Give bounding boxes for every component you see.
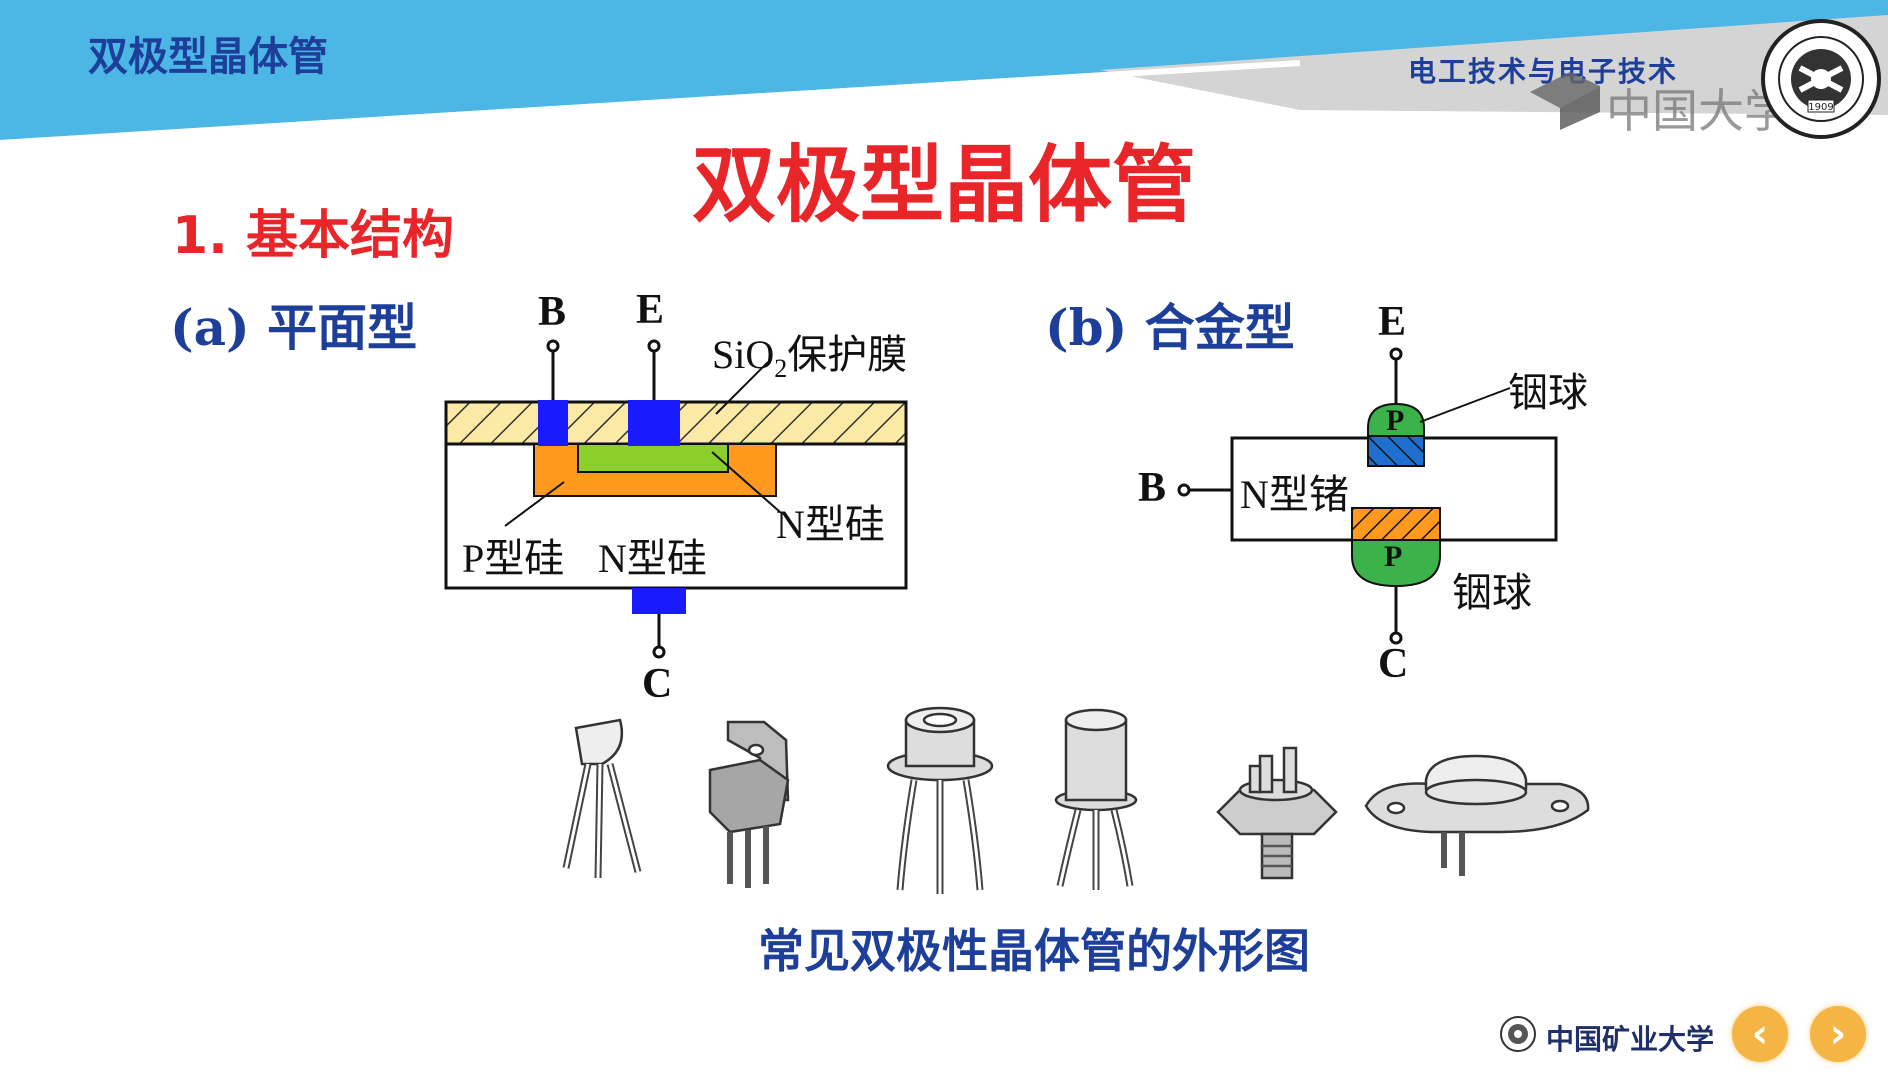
- n-silicon-collector-label: N型硅: [598, 536, 707, 581]
- logo-year: 1909: [1808, 102, 1833, 113]
- p-top-label: P: [1386, 404, 1405, 437]
- p-bottom-label: P: [1384, 540, 1403, 573]
- chevron-right-icon: ›: [1829, 1011, 1847, 1057]
- indium-ball-top-label: 铟球: [1508, 370, 1588, 415]
- chevron-left-icon: ‹: [1751, 1011, 1769, 1057]
- alloy-terminal-b: B: [1138, 465, 1167, 511]
- n-silicon-emitter-label: N型硅: [776, 502, 885, 547]
- watermark-logo-icon: [1530, 72, 1600, 130]
- planar-terminal-e: E: [636, 287, 665, 333]
- alloy-terminal-e: E: [1378, 299, 1407, 345]
- course-name: 电工技术与电子技术: [1408, 55, 1679, 88]
- alloy-terminal-c: C: [1378, 641, 1409, 687]
- n-germanium-label: N型锗: [1240, 472, 1349, 517]
- to39-package-icon: [886, 706, 994, 894]
- to92-package-icon: [562, 718, 642, 879]
- university-logo-icon: 1909: [1761, 19, 1881, 139]
- next-slide-button[interactable]: ›: [1810, 1006, 1866, 1062]
- planar-terminal-c: C: [642, 661, 673, 707]
- header-banner: [0, 0, 1888, 140]
- to220-package-icon: [708, 720, 790, 888]
- university-name: 中国矿业大学: [1546, 1023, 1715, 1056]
- planar-heading: (a) 平面型: [170, 298, 418, 357]
- packages-caption: 常见双极性晶体管的外形图: [758, 924, 1310, 978]
- section-heading: 1. 基本结构: [172, 206, 455, 266]
- to3-package-icon: [1364, 754, 1590, 876]
- planar-terminal-b: B: [538, 289, 567, 335]
- prev-slide-button[interactable]: ‹: [1732, 1006, 1788, 1062]
- sio2-label: SiO2保护膜: [712, 332, 908, 383]
- alloy-heading: (b) 合金型: [1045, 298, 1295, 357]
- watermark-text: 中国大学: [1606, 84, 1790, 138]
- header-title: 双极型晶体管: [88, 34, 328, 80]
- university-seal-icon: [1500, 1016, 1536, 1052]
- to18-package-icon: [1054, 708, 1138, 890]
- indium-ball-bottom-label: 铟球: [1452, 570, 1532, 615]
- slide-title: 双极型晶体管: [691, 136, 1196, 234]
- p-silicon-label: P型硅: [462, 536, 565, 581]
- stud-package-icon: [1216, 746, 1338, 880]
